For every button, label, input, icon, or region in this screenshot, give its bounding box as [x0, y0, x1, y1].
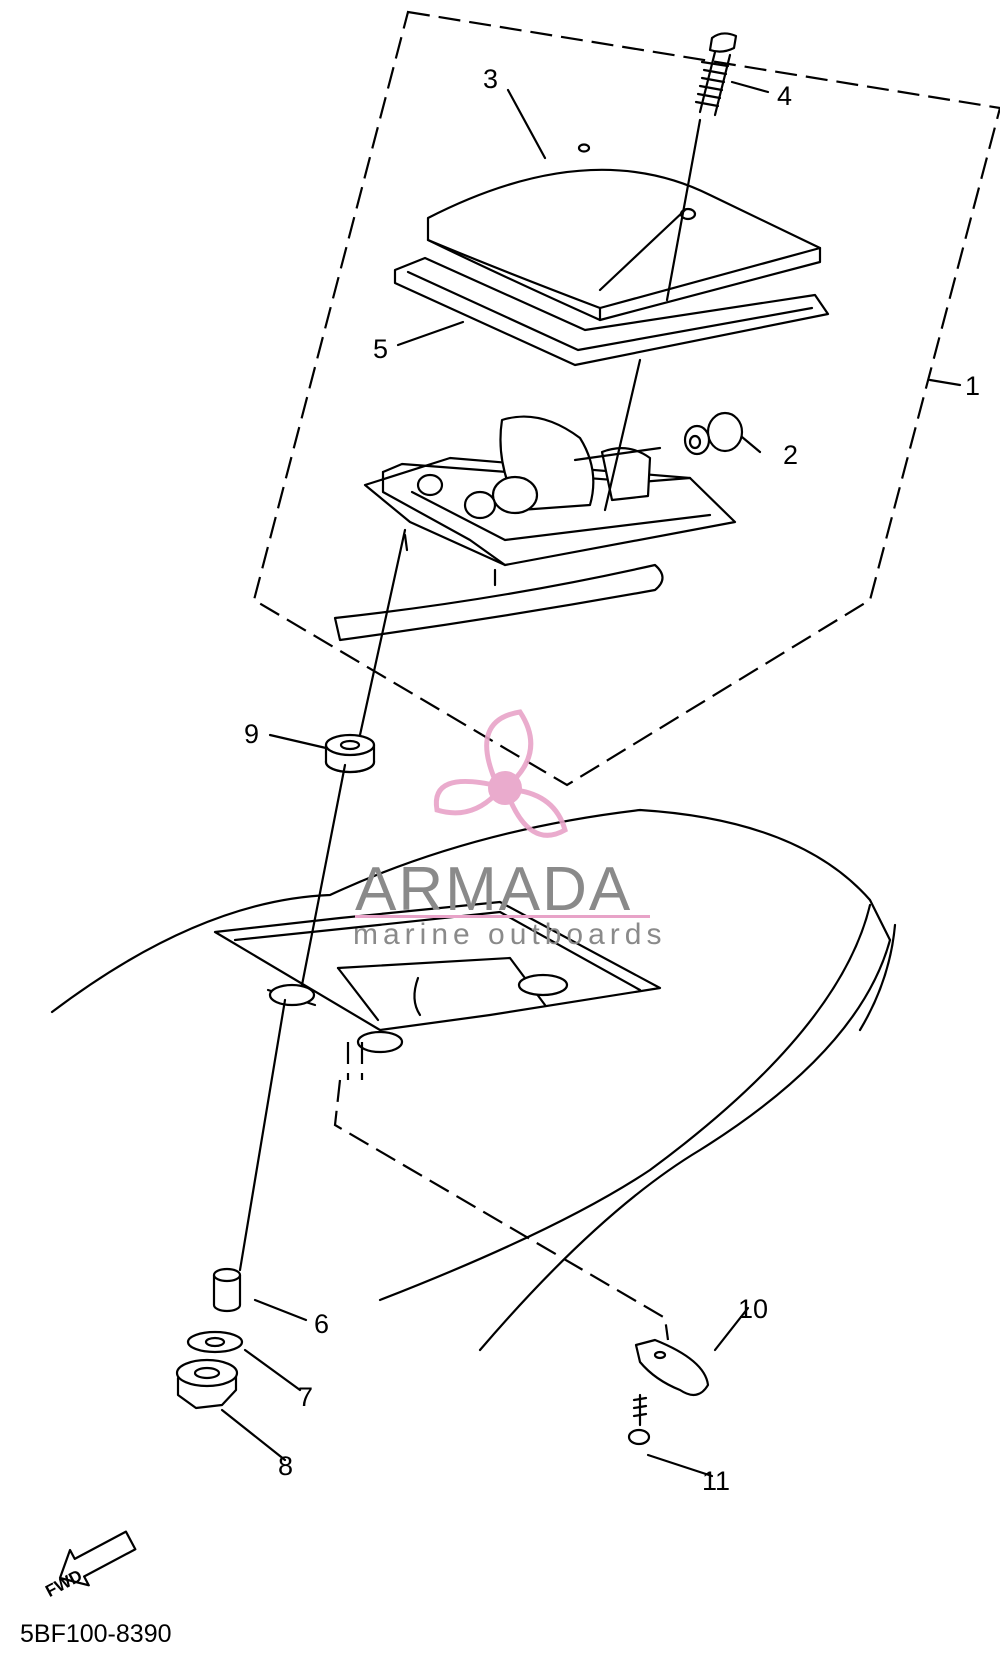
- washer: [186, 1330, 244, 1354]
- callout-3: 3: [483, 64, 498, 94]
- watermark-underline: [355, 915, 650, 918]
- callout-5: 5: [373, 334, 388, 364]
- watermark-brand: ARMADA: [355, 855, 632, 924]
- diagram-code: 5BF100-8390: [20, 1620, 172, 1648]
- hull-deck: [50, 808, 897, 1352]
- screw: [694, 32, 738, 117]
- spacer: [212, 1267, 242, 1313]
- callout-4: 4: [777, 81, 792, 111]
- watermark-tagline: marine outboards: [353, 918, 666, 951]
- assembly-outline: [252, 10, 1000, 787]
- callout-11: 11: [702, 1466, 730, 1496]
- bulb: [683, 411, 744, 456]
- callout-8: 8: [278, 1451, 293, 1481]
- callout-7: 7: [298, 1382, 313, 1412]
- lamp-housing: [333, 415, 737, 642]
- callout-1: 1: [965, 371, 980, 401]
- callout-9: 9: [244, 719, 259, 749]
- clamp: [634, 1338, 710, 1397]
- nut: [175, 1358, 239, 1410]
- small-screw: [627, 1393, 651, 1446]
- propeller-icon: [433, 709, 568, 838]
- fwd-arrow-icon: [58, 1530, 137, 1587]
- grommet: [324, 733, 376, 774]
- callout-10: 10: [738, 1294, 768, 1324]
- lens-cover: [426, 143, 822, 322]
- gasket: [393, 256, 830, 367]
- callout-2: 2: [783, 440, 798, 470]
- callout-6: 6: [314, 1309, 329, 1339]
- reference-lines: [220, 80, 962, 1478]
